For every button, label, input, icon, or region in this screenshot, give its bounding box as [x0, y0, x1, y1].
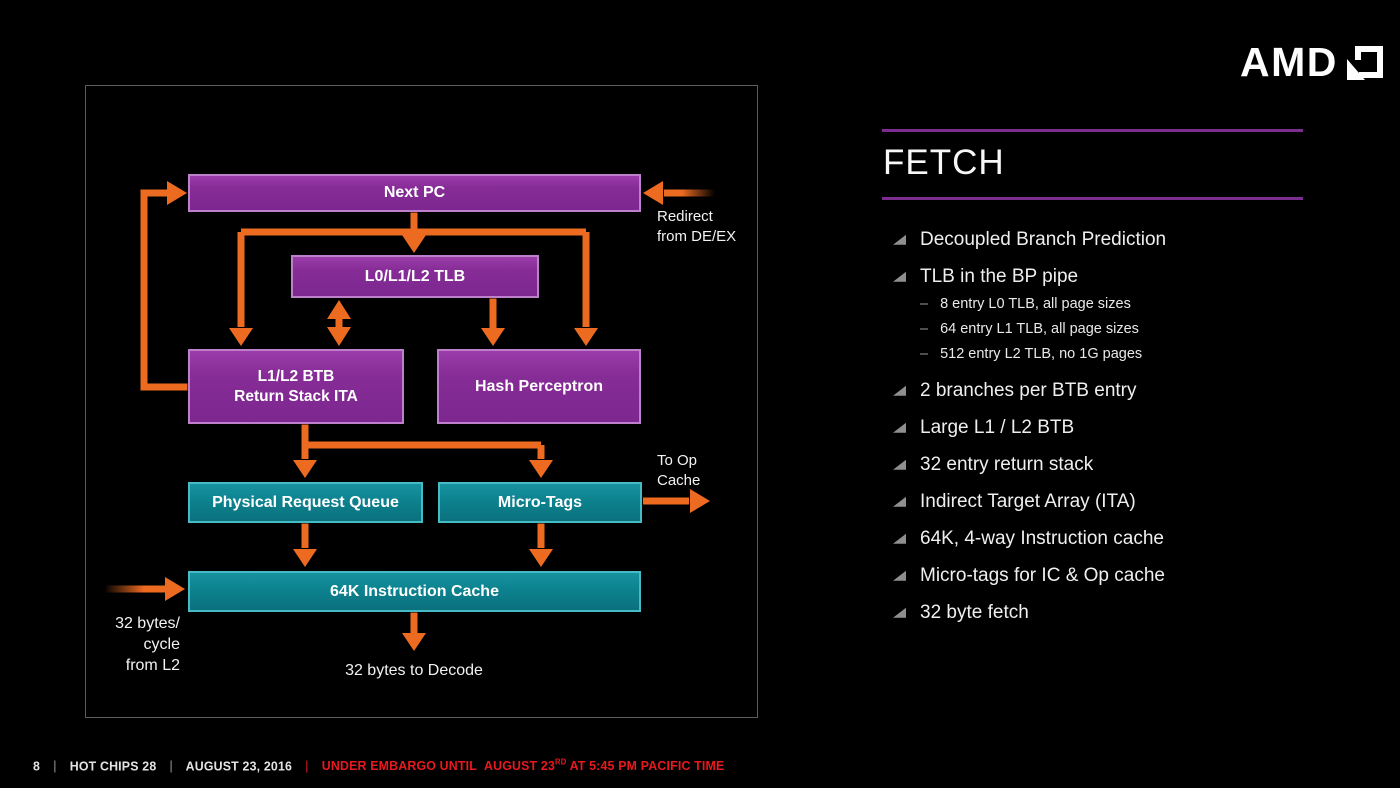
label-decode-output: 32 bytes to Decode — [345, 662, 483, 679]
box-btb-label-line1: L1/L2 BTB — [257, 368, 335, 386]
box-instruction-cache: 64K Instruction Cache — [188, 571, 641, 612]
footer-embargo-ordinal: RD — [555, 758, 567, 767]
amd-logo: AMD — [1240, 42, 1385, 83]
triangle-bullet-icon — [893, 385, 906, 396]
arrow-nextpc-to-predictors — [237, 212, 590, 327]
triangle-bullet-icon — [893, 459, 906, 470]
footer-separator: | — [169, 758, 173, 774]
triangle-bullet-icon — [893, 533, 906, 544]
sub-bullet-l1-tlb: – 64 entry L1 TLB, all page sizes — [920, 320, 1139, 337]
page-number: 8 — [33, 758, 41, 774]
box-micro-tags: Micro-Tags — [438, 482, 642, 523]
arrowheads — [165, 181, 710, 651]
label-to-op-cache: To Op Cache — [657, 452, 701, 489]
box-hash-perceptron: Hash Perceptron — [437, 349, 641, 424]
bullet-decoupled-bp: Decoupled Branch Prediction — [882, 228, 1303, 252]
bullet-btb-entry: 2 branches per BTB entry — [882, 379, 1303, 403]
bullet-32-byte-fetch: 32 byte fetch — [882, 601, 1303, 625]
sub-bullet-l0-tlb: – 8 entry L0 TLB, all page sizes — [920, 295, 1131, 312]
diagram-arrows — [106, 181, 715, 651]
fetch-heading: FETCH — [883, 143, 1005, 182]
footer-embargo: UNDER EMBARGO UNTIL AUGUST 23RD AT 5:45 … — [321, 758, 725, 774]
dash-bullet-icon: – — [920, 295, 929, 312]
diagram-panel: Next PC L0/L1/L2 TLB L1/L2 BTB Return St… — [85, 85, 758, 718]
footer: 8 | HOT CHIPS 28 | AUGUST 23, 2016 | UND… — [33, 758, 724, 773]
box-physical-request-queue: Physical Request Queue — [188, 482, 423, 523]
dash-bullet-icon: – — [920, 345, 929, 362]
fetch-section: FETCH Decoupled Branch Prediction TLB in… — [882, 129, 1303, 625]
sub-bullet-l2-tlb: – 512 entry L2 TLB, no 1G pages — [920, 345, 1143, 362]
bullet-micro-tags: Micro-tags for IC & Op cache — [882, 564, 1303, 588]
box-btb-return-stack: L1/L2 BTB Return Stack ITA — [188, 349, 404, 424]
amd-logo-text: AMD — [1240, 39, 1338, 85]
box-icache-label: 64K Instruction Cache — [330, 582, 499, 600]
triangle-bullet-icon — [893, 570, 906, 581]
footer-separator: | — [305, 758, 309, 774]
triangle-bullet-icon — [893, 496, 906, 507]
box-micro-tags-label: Micro-Tags — [497, 493, 583, 511]
arrow-btb-feedback-loop — [140, 189, 188, 391]
box-tlb: L0/L1/L2 TLB — [291, 255, 539, 298]
triangle-bullet-icon — [893, 422, 906, 433]
label-l2-bandwidth: 32 bytes/ cycle from L2 — [115, 615, 180, 675]
bullet-tlb-bp-pipe: TLB in the BP pipe — [882, 265, 1303, 289]
box-next-pc: Next PC — [188, 174, 641, 212]
fetch-bullet-list: Decoupled Branch Prediction TLB in the B… — [882, 228, 1303, 625]
arrow-btb-to-queues — [301, 424, 545, 459]
box-tlb-label: L0/L1/L2 TLB — [364, 267, 466, 285]
box-next-pc-label: Next PC — [383, 184, 446, 201]
amd-arrow-icon — [1346, 46, 1383, 80]
footer-separator: | — [53, 758, 57, 774]
footer-date: AUGUST 23, 2016 — [185, 758, 293, 774]
label-redirect: Redirect from DE/EX — [657, 208, 737, 245]
bullet-ita: Indirect Target Array (ITA) — [882, 490, 1303, 514]
bullet-icache: 64K, 4-way Instruction cache — [882, 527, 1303, 551]
heading-rule-bottom — [882, 196, 1303, 200]
box-btb-label-line2: Return Stack ITA — [234, 387, 358, 405]
bullet-return-stack: 32 entry return stack — [882, 453, 1303, 477]
bullet-large-btb: Large L1 / L2 BTB — [882, 416, 1303, 440]
triangle-bullet-icon — [893, 271, 906, 282]
triangle-bullet-icon — [893, 607, 906, 618]
box-hash-label: Hash Perceptron — [474, 377, 604, 395]
footer-event: HOT CHIPS 28 — [69, 758, 157, 774]
heading-rule-top — [882, 129, 1303, 132]
triangle-bullet-icon — [893, 234, 906, 245]
dash-bullet-icon: – — [920, 320, 929, 337]
box-prq-label: Physical Request Queue — [212, 493, 399, 511]
